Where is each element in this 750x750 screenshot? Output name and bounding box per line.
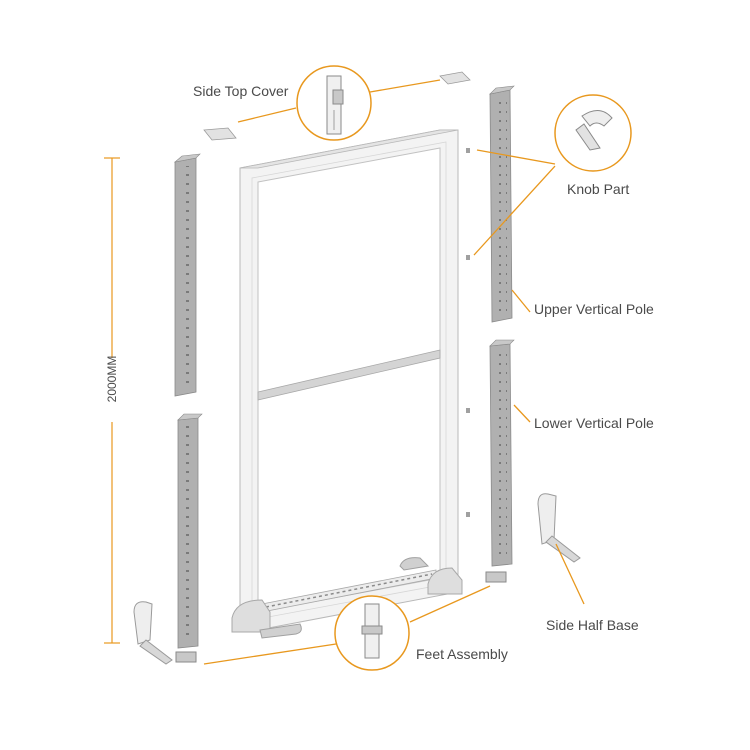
main-frame [231,129,463,639]
height-dimension-text: 2000MM [105,355,119,403]
feet-assembly-label: Feet Assembly [416,646,508,662]
feet-assembly-detail [334,595,410,671]
right-feet-piece [485,571,507,583]
side-top-cover-label: Side Top Cover [193,83,289,99]
left-lower-pole [177,413,203,649]
right-lower-pole [489,339,515,567]
left-top-cover [203,127,237,141]
left-half-base [133,601,197,665]
knob-markers [466,148,470,517]
height-dimension-line [104,157,120,644]
upper-vertical-pole-label: Upper Vertical Pole [534,301,654,317]
knob-part-detail [554,94,632,172]
knob-part-label: Knob Part [567,181,630,197]
side-half-base-part [537,493,581,563]
left-upper-pole [173,153,201,397]
side-top-cover-detail [296,65,372,141]
side-half-base-label: Side Half Base [546,617,639,633]
right-top-cover [439,71,471,85]
callout-lines [203,79,585,665]
lower-vertical-pole-label: Lower Vertical Pole [534,415,654,431]
right-upper-pole [489,85,515,323]
